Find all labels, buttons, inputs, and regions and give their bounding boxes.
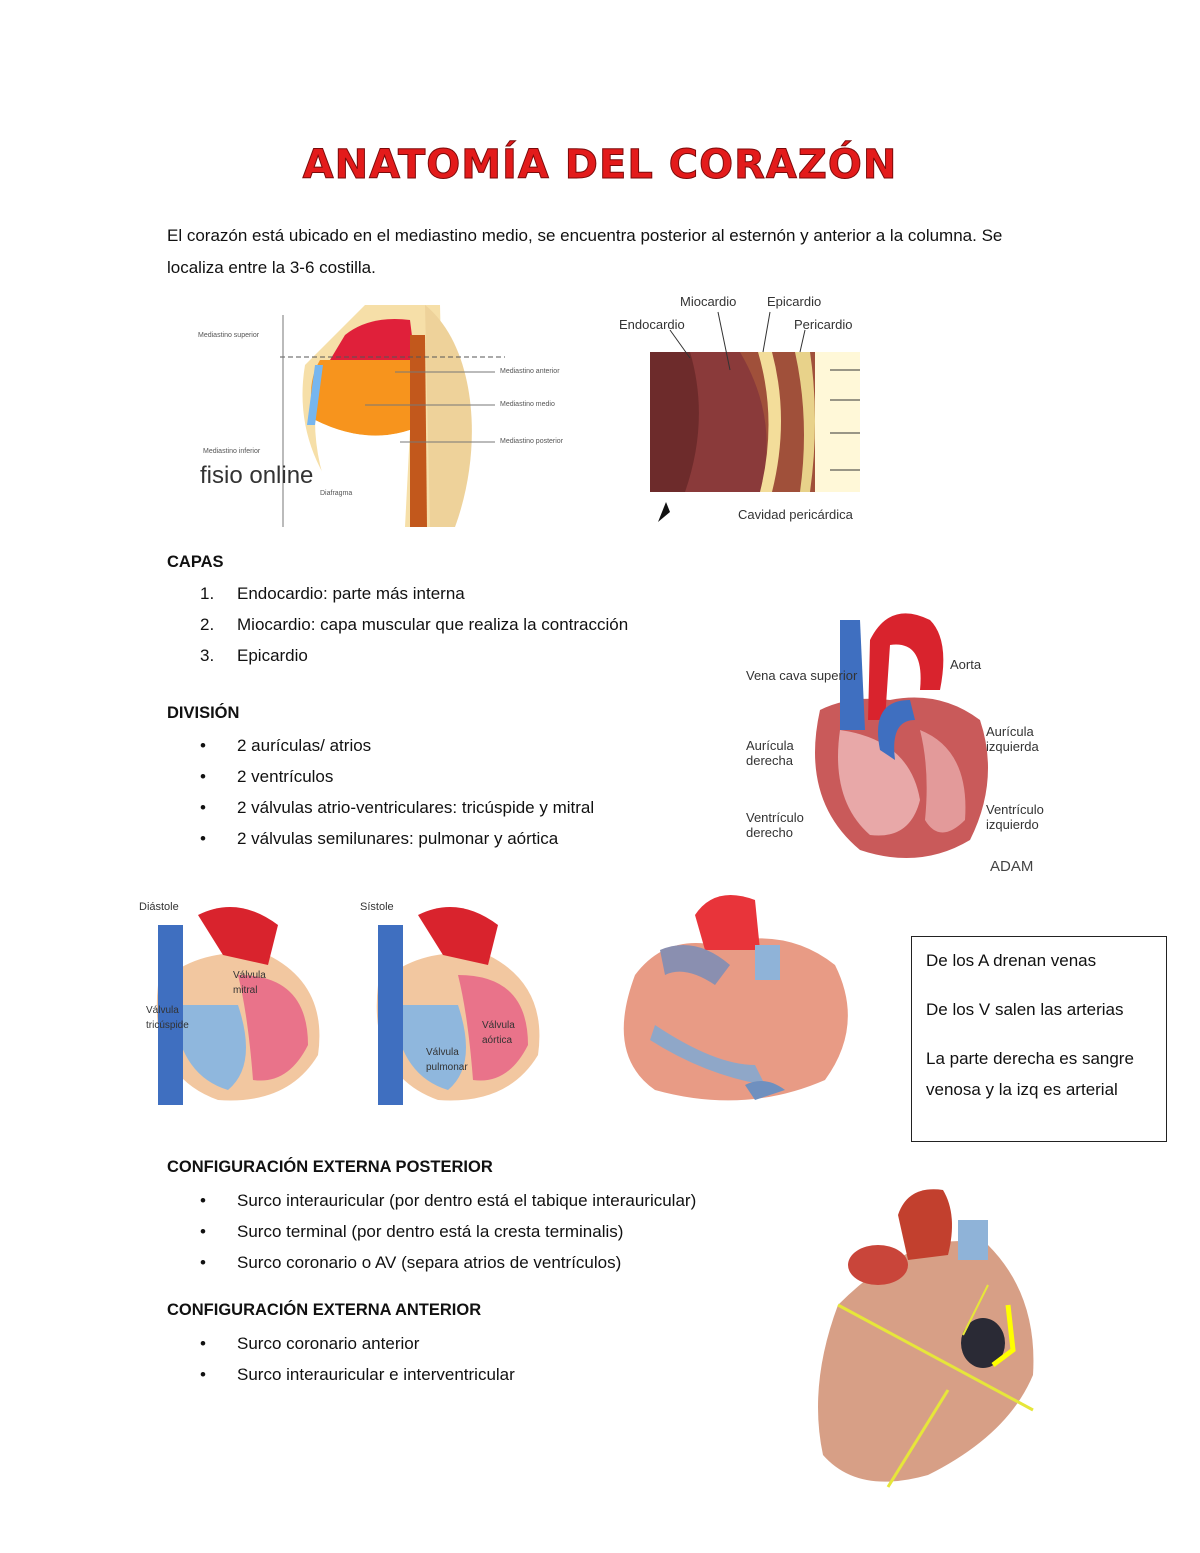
label-diastole: Diástole xyxy=(139,901,179,913)
fisio-online-logo: fisio online xyxy=(200,462,314,489)
label-valvula-mitral: Válvula mitral xyxy=(233,970,266,996)
posterior-heading: CONFIGURACIÓN EXTERNA POSTERIOR xyxy=(167,1158,493,1176)
list-item-text: 2 válvulas semilunares: pulmonar y aórti… xyxy=(237,829,559,848)
label-mediastino-superior: Mediastino superior xyxy=(198,332,260,339)
label-diafragma: Diafragma xyxy=(320,490,353,497)
cardiac-cycle-figure: Diástole Válvula mitral Válvula tricúspi… xyxy=(138,895,548,1115)
label-valvula-tricuspide: Válvula tricúspide xyxy=(146,1005,189,1031)
list-item: 3. Epicardio xyxy=(167,640,767,671)
list-item: • 2 ventrículos xyxy=(167,761,767,792)
capas-heading: CAPAS xyxy=(167,553,224,571)
note-line: De los A drenan venas xyxy=(926,951,1097,970)
posterior-heart-figure xyxy=(565,875,895,1125)
list-marker: • xyxy=(200,1334,206,1353)
list-item-text: Surco interauricular e interventricular xyxy=(237,1365,515,1384)
list-item-text: Endocardio: parte más interna xyxy=(237,584,465,603)
label-auricula-izquierda: Aurícula izquierda xyxy=(986,724,1039,754)
label-epicardio: Epicardio xyxy=(767,294,822,309)
label-pericardio: Pericardio xyxy=(794,317,853,332)
division-list: • 2 aurículas/ atrios • 2 ventrículos • 2 v… xyxy=(167,730,767,854)
note-box: De los A drenan venas De los V salen las… xyxy=(911,936,1167,1142)
list-item-text: Miocardio: capa muscular que realiza la … xyxy=(237,615,629,634)
list-item-text: Epicardio xyxy=(237,646,308,665)
adam-logo: ADAM xyxy=(990,858,1034,875)
cardiac-cycle-illustration xyxy=(156,907,540,1105)
label-ventriculo-derecho: Ventrículo derecho xyxy=(746,810,804,840)
list-marker: • xyxy=(200,1191,206,1210)
label-miocardio: Miocardio xyxy=(680,294,737,309)
division-heading: DIVISIÓN xyxy=(167,704,240,722)
list-item: • Surco coronario o AV (separa atrios de … xyxy=(167,1247,827,1278)
note-line: La parte derecha es sangre venosa y la i… xyxy=(926,1049,1134,1099)
label-cavidad-pericardica: Cavidad pericárdica xyxy=(738,507,853,522)
label-aorta: Aorta xyxy=(950,657,982,672)
label-valvula-pulmonar: Válvula pulmonar xyxy=(426,1047,468,1073)
note-line: De los V salen las arterias xyxy=(926,1000,1124,1019)
anterior-heading: CONFIGURACIÓN EXTERNA ANTERIOR xyxy=(167,1301,482,1319)
page-title: ANATOMÍA DEL CORAZÓN xyxy=(302,142,898,189)
list-item: 1. Endocardio: parte más interna xyxy=(167,578,767,609)
list-marker: • xyxy=(200,829,206,848)
label-mediastino-posterior: Mediastino posterior xyxy=(500,438,564,445)
intro-paragraph: El corazón está ubicado en el mediastino… xyxy=(167,226,1003,277)
posterior-heart-illustration xyxy=(623,895,848,1101)
anterior-list: • Surco coronario anterior • Surco interau… xyxy=(167,1328,767,1390)
list-marker: • xyxy=(200,736,206,755)
label-endocardio: Endocardio xyxy=(619,317,685,332)
list-item-text: 2 aurículas/ atrios xyxy=(237,736,372,755)
heart-interior-illustration xyxy=(815,613,988,858)
list-item: 2. Miocardio: capa muscular que realiza l… xyxy=(167,609,767,640)
list-item: • Surco interauricular e interventricular xyxy=(167,1359,767,1390)
label-mediastino-inferior: Mediastino inferior xyxy=(203,448,261,455)
capas-list: 1. Endocardio: parte más interna 2. Miocar… xyxy=(167,578,767,671)
label-vena-cava-superior: Vena cava superior xyxy=(746,668,858,683)
mediastino-figure: Mediastino superior Mediastino inferior … xyxy=(195,305,580,527)
adam-heart-figure: Vena cava superior Aorta Aurícula derech… xyxy=(740,600,1070,880)
mediastino-illustration xyxy=(280,305,505,527)
external-heart-illustration xyxy=(818,1189,1034,1488)
label-auricula-derecha: Aurícula derecha xyxy=(746,738,794,768)
list-item-text: Surco terminal (por dentro está la crest… xyxy=(237,1222,624,1241)
list-marker: • xyxy=(200,1222,206,1241)
list-item-text: Surco coronario anterior xyxy=(237,1334,420,1353)
list-marker: • xyxy=(200,1365,206,1384)
capas-figure: Miocardio Epicardio Endocardio Pericardi… xyxy=(610,290,870,530)
label-mediastino-medio: Mediastino medio xyxy=(500,401,555,408)
list-marker: 1. xyxy=(200,584,215,603)
label-ventriculo-izquierdo: Ventrículo izquierdo xyxy=(986,802,1044,832)
list-item: • Surco coronario anterior xyxy=(167,1328,767,1359)
list-marker: 3. xyxy=(200,646,215,665)
list-item-text: 2 ventrículos xyxy=(237,767,334,786)
label-valvula-aortica: Válvula aórtica xyxy=(482,1020,515,1046)
list-marker: 2. xyxy=(200,615,215,634)
list-item-text: Surco coronario o AV (separa atrios de v… xyxy=(237,1253,622,1272)
list-marker: • xyxy=(200,767,206,786)
label-mediastino-anterior: Mediastino anterior xyxy=(500,368,560,375)
list-item: • 2 válvulas atrio-ventriculares: tricúsp… xyxy=(167,792,767,823)
list-item: • 2 aurículas/ atrios xyxy=(167,730,767,761)
label-sistole: Sístole xyxy=(360,901,394,913)
list-marker: • xyxy=(200,798,206,817)
posterior-list: • Surco interauricular (por dentro está e… xyxy=(167,1185,827,1278)
list-item-text: Surco interauricular (por dentro está el… xyxy=(237,1191,697,1210)
list-item: • Surco interauricular (por dentro está e… xyxy=(167,1185,827,1216)
list-marker: • xyxy=(200,1253,206,1272)
external-heart-figure xyxy=(808,1185,1043,1495)
capas-illustration xyxy=(650,311,860,522)
list-item-text: 2 válvulas atrio-ventriculares: tricúspi… xyxy=(237,798,595,817)
list-item: • Surco terminal (por dentro está la cres… xyxy=(167,1216,827,1247)
list-item: • 2 válvulas semilunares: pulmonar y aórt… xyxy=(167,823,767,854)
